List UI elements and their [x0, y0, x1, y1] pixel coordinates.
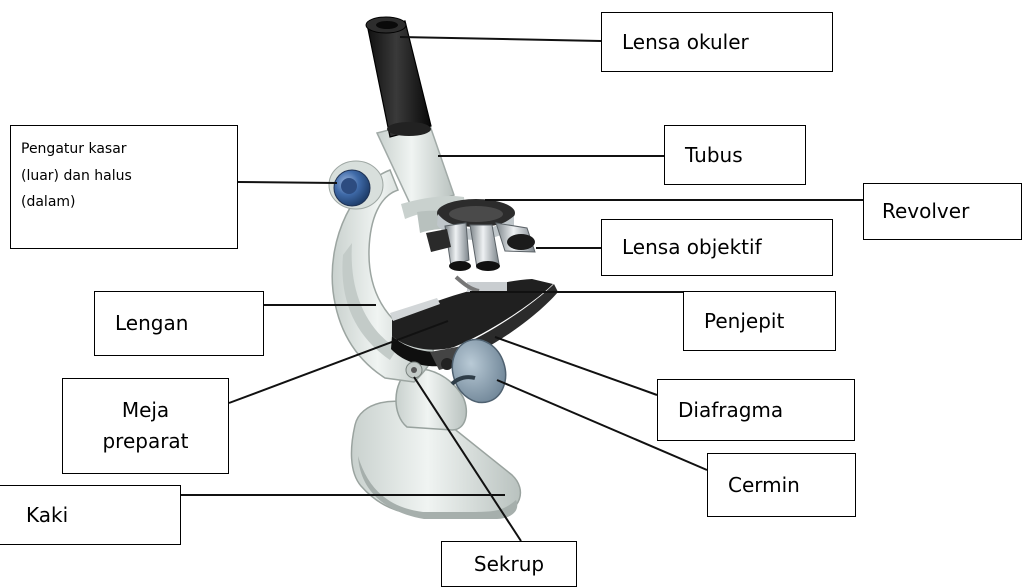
label-lensa-okuler-text: Lensa okuler	[622, 29, 749, 56]
label-tubus-text: Tubus	[685, 142, 743, 169]
label-meja-preparat-text: Meja preparat	[102, 395, 188, 457]
label-penjepit-text: Penjepit	[704, 308, 784, 335]
label-diafragma-text: Diafragma	[678, 397, 783, 424]
label-pengatur-kasar-halus-text: Pengatur kasar (luar) dan halus (dalam)	[21, 136, 132, 216]
callout-line-diafragma	[495, 337, 657, 395]
label-tubus: Tubus	[664, 125, 806, 185]
label-revolver-text: Revolver	[882, 198, 969, 225]
label-meja-preparat: Meja preparat	[62, 378, 229, 474]
focus-knob	[329, 161, 383, 209]
label-lensa-objektif-text: Lensa objektif	[622, 234, 762, 261]
label-penjepit: Penjepit	[683, 291, 836, 351]
label-cermin-text: Cermin	[728, 472, 800, 499]
label-lensa-okuler: Lensa okuler	[601, 12, 833, 72]
objective-lenses	[426, 223, 535, 271]
callout-line-pengatur	[238, 182, 337, 183]
callout-line-lensa-okuler	[400, 37, 601, 41]
label-kaki: Kaki	[0, 485, 181, 545]
label-lengan-text: Lengan	[115, 310, 188, 337]
label-lensa-objektif: Lensa objektif	[601, 219, 833, 276]
label-kaki-text: Kaki	[26, 502, 68, 529]
label-sekrup: Sekrup	[441, 541, 577, 587]
label-lengan: Lengan	[94, 291, 264, 356]
label-diafragma: Diafragma	[657, 379, 855, 441]
label-pengatur-kasar-halus: Pengatur kasar (luar) dan halus (dalam)	[10, 125, 238, 249]
label-sekrup-text: Sekrup	[474, 551, 544, 578]
label-cermin: Cermin	[707, 453, 856, 517]
screw	[406, 362, 422, 378]
eyepiece	[366, 17, 431, 137]
label-revolver: Revolver	[863, 183, 1022, 240]
